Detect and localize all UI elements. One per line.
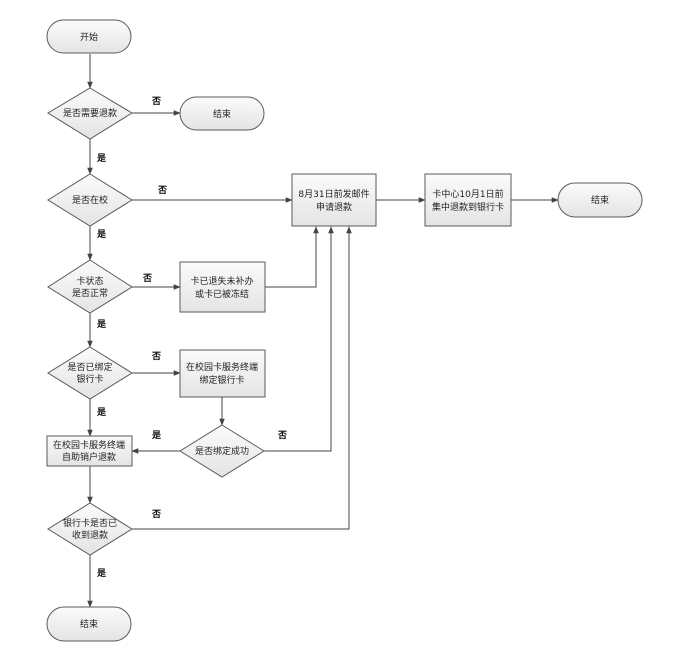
decision-card-bound-line2: 银行卡 — [76, 373, 103, 385]
end-node-3: 结束 — [46, 606, 132, 642]
process-apply-refund-line1: 8月31日前发邮件 — [298, 188, 369, 200]
process-center-refund: 卡中心10月1日前 集中退款到银行卡 — [424, 173, 512, 227]
edge-labels: 否 是 否 是 否 是 否 是 是 否 否 是 — [96, 96, 287, 579]
label-refund-no: 否 — [151, 96, 161, 107]
start-node: 开始 — [46, 19, 132, 54]
decision-card-bound: 是否已绑定 银行卡 — [47, 346, 133, 400]
process-bind-card: 在校园卡服务终端 绑定银行卡 — [179, 349, 266, 398]
decision-refund-received-line1: 银行卡是否已 — [63, 517, 117, 529]
label-card-no: 否 — [142, 273, 152, 284]
label-card-yes: 是 — [96, 319, 107, 330]
end-node-2-label: 结束 — [591, 194, 609, 206]
process-card-lost-line2: 或卡已被冻结 — [195, 288, 249, 300]
process-self-refund: 在校园卡服务终端 自助销户退款 — [46, 435, 133, 467]
process-center-refund-line1: 卡中心10月1日前 — [432, 188, 503, 200]
end-node-2: 结束 — [557, 182, 643, 218]
label-bindok-yes: 是 — [151, 430, 162, 441]
label-bindok-no: 否 — [277, 430, 287, 441]
end-node-1-label: 结束 — [213, 108, 231, 120]
decision-need-refund: 是否需要退款 — [47, 87, 133, 140]
process-self-refund-line1: 在校园卡服务终端 — [53, 439, 125, 451]
process-self-refund-line2: 自助销户退款 — [62, 451, 116, 463]
decision-bind-success-label: 是否绑定成功 — [195, 445, 249, 457]
end-node-1: 结束 — [179, 96, 265, 131]
label-refund-yes: 是 — [96, 153, 107, 164]
edge-bindok-to-apply — [264, 226, 334, 452]
decision-need-refund-label: 是否需要退款 — [63, 107, 117, 119]
label-bound-yes: 是 — [96, 407, 107, 418]
process-apply-refund-line2: 申请退款 — [316, 201, 352, 213]
label-bound-no: 否 — [151, 351, 161, 362]
edge-lost-to-apply — [265, 226, 319, 288]
start-label: 开始 — [80, 31, 98, 43]
decision-in-school-label: 是否在校 — [72, 194, 108, 206]
decision-refund-received: 银行卡是否已 收到退款 — [47, 502, 133, 556]
decision-card-status-line2: 是否正常 — [72, 287, 108, 299]
process-apply-refund: 8月31日前发邮件 申请退款 — [291, 173, 377, 227]
decision-in-school: 是否在校 — [47, 173, 133, 227]
decision-card-status: 卡状态 是否正常 — [47, 259, 133, 314]
label-received-yes: 是 — [96, 568, 107, 579]
decision-card-status-line1: 卡状态 — [76, 275, 103, 287]
process-card-lost-line1: 卡已退失未补办 — [190, 275, 253, 287]
process-card-lost: 卡已退失未补办 或卡已被冻结 — [179, 261, 266, 313]
label-school-yes: 是 — [96, 229, 107, 240]
decision-refund-received-line2: 收到退款 — [72, 529, 108, 541]
label-school-no: 否 — [157, 185, 167, 196]
edge-received-to-apply — [132, 226, 352, 530]
decision-card-bound-line1: 是否已绑定 — [67, 361, 112, 373]
decision-bind-success: 是否绑定成功 — [179, 424, 265, 478]
label-received-no: 否 — [151, 509, 161, 520]
edges — [87, 54, 559, 608]
process-bind-card-line2: 绑定银行卡 — [199, 374, 244, 386]
process-center-refund-line2: 集中退款到银行卡 — [432, 201, 504, 213]
end-node-3-label: 结束 — [80, 618, 98, 630]
process-bind-card-line1: 在校园卡服务终端 — [186, 361, 258, 373]
